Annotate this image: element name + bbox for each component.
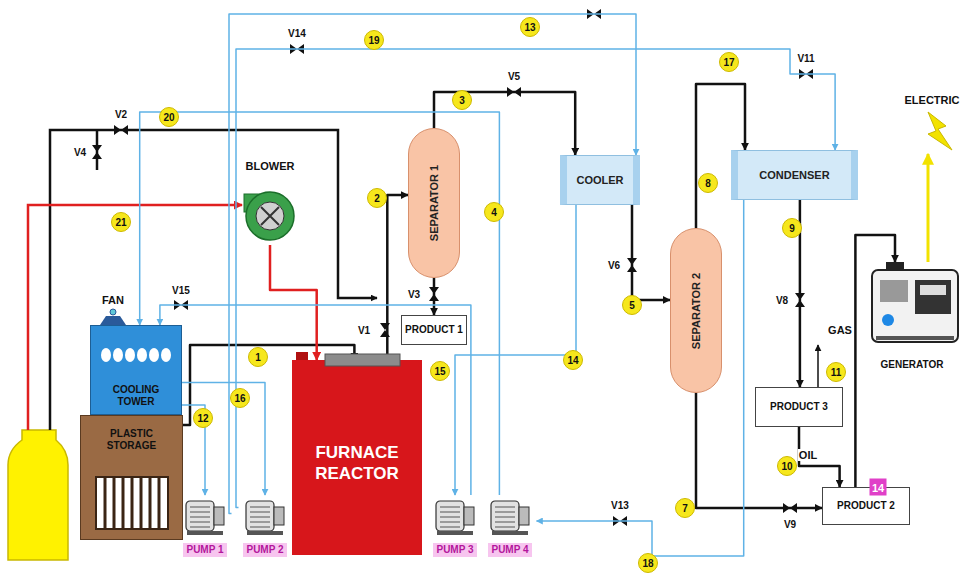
generator-unit: GENERATOR [862,262,962,372]
separator-vessel: SEPARATOR 2 [670,228,722,393]
node-label: PRODUCT 3 [770,401,828,413]
product-tank: PRODUCT 1 [401,315,467,345]
flow-line [229,14,636,514]
text-label: FAN [101,294,125,306]
callout-number: 19 [364,30,384,50]
pump-unit: PUMP 1 [179,495,232,557]
heat-exchanger: CONDENSER [731,150,858,200]
valve-label: V3 [407,289,421,300]
valve-label: V15 [171,285,191,296]
pump-unit: PUMP 3 [429,495,482,557]
node-label: PUMP 2 [243,543,286,557]
product-tank: PRODUCT 3 [755,387,843,427]
node-label: PUMP 4 [488,543,531,557]
callout-number: 3 [452,90,472,110]
node-label: COOLER [576,174,623,186]
callout-number: 12 [193,408,213,428]
callout-number: 18 [638,553,658,573]
valve-label: V14 [287,28,307,39]
flow-line [270,245,317,360]
callout-number: 9 [782,218,802,238]
valve-label: V5 [507,71,521,82]
callout-number: 21 [111,212,131,232]
reactor-vessel: FURNACE REACTOR [292,360,422,555]
valve-label: V11 [796,53,815,64]
node-label: FURNACE REACTOR [292,442,422,484]
callout-number: 16 [230,388,250,408]
callout-number: 15 [430,361,450,381]
callout-number: 11 [826,362,846,382]
node-label: PRODUCT 2 [837,500,895,512]
flow-line [182,383,265,495]
callout-number: 10 [777,456,797,476]
valve-label: V4 [73,147,87,158]
flow-line [632,205,670,300]
heat-exchanger: COOLER [560,155,640,205]
storage-box: PLASTIC STORAGE [80,415,183,540]
callout-number: 20 [159,107,179,127]
callout-number: 7 [675,498,695,518]
node-label: BLOWER [246,160,295,172]
node-label: PUMP 3 [433,543,476,557]
cooling-tower: COOLING TOWER [90,325,182,415]
callout-badge: 14 [870,479,887,496]
node-label: COOLING TOWER [101,384,171,408]
valve-label: V1 [357,325,371,336]
blower-unit: BLOWER [240,160,300,245]
callout-number: 8 [698,173,718,193]
callout-number: 13 [520,17,540,37]
pump-unit: PUMP 4 [484,495,537,557]
node-label: PLASTIC STORAGE [97,428,167,452]
text-label: OIL [798,449,818,461]
callout-number: 4 [484,202,504,222]
valve-label: V9 [783,519,797,530]
flow-line [433,278,436,315]
node-label: GENERATOR [881,359,944,370]
callout-number: 1 [248,347,268,367]
valve-label: V2 [114,109,128,120]
node-label: SEPARATOR 1 [428,165,440,241]
callout-number: 17 [719,52,739,72]
node-label: PUMP 1 [183,543,226,557]
pump-unit: PUMP 2 [239,495,292,557]
valve-label: V8 [775,295,789,306]
valve-label: V6 [607,260,621,271]
reactor-lid [292,352,412,372]
text-label: ELECTRIC [904,94,961,106]
valve-label: V13 [610,500,630,511]
node-label: PRODUCT 1 [405,324,463,336]
node-label: SEPARATOR 2 [690,272,702,348]
callout-number: 14 [563,350,583,370]
callout-number: 5 [622,295,642,315]
callout-number: 2 [367,188,387,208]
text-label: GAS [827,324,853,336]
node-label: CONDENSER [759,169,829,181]
product-tank: PRODUCT 2 [822,487,910,525]
flow-line [455,205,576,495]
separator-vessel: SEPARATOR 1 [408,128,460,278]
flow-line [537,200,744,556]
